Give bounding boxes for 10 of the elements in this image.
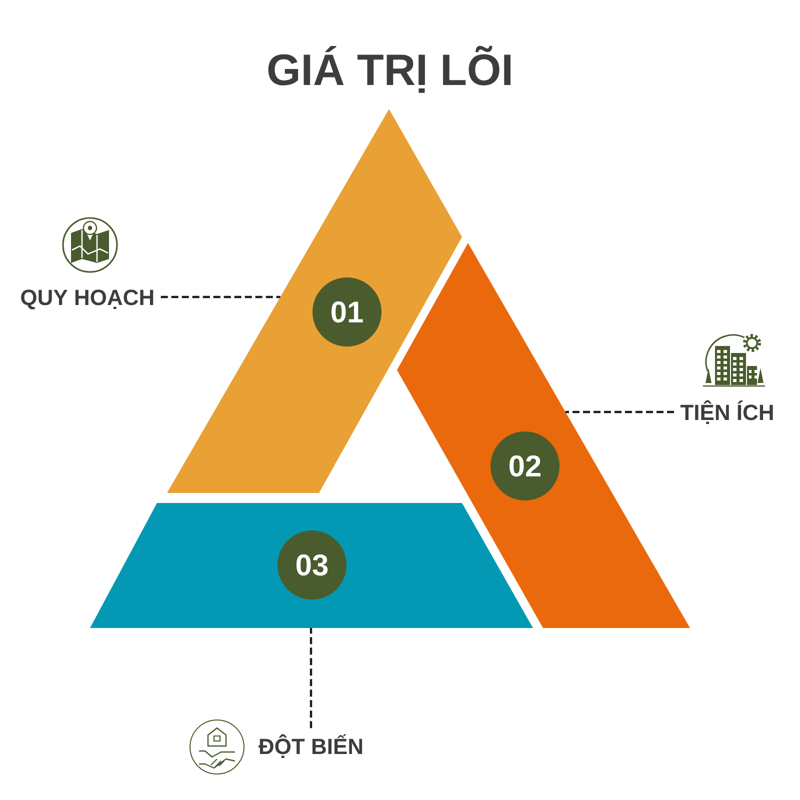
- number-badge: 03: [278, 530, 346, 600]
- number-badge: 02: [490, 432, 560, 500]
- category-label: ĐỘT BIẾN: [258, 734, 362, 758]
- leader-line: [310, 628, 312, 728]
- title: GIÁ TRỊ LÕI: [268, 46, 510, 93]
- number-badge: 01: [312, 278, 382, 346]
- category-label: QUY HOẠCH: [21, 290, 154, 310]
- category-label: TIỆN ÍCH: [680, 400, 773, 424]
- leader-line: [565, 410, 674, 414]
- leader-line: [160, 296, 280, 298]
